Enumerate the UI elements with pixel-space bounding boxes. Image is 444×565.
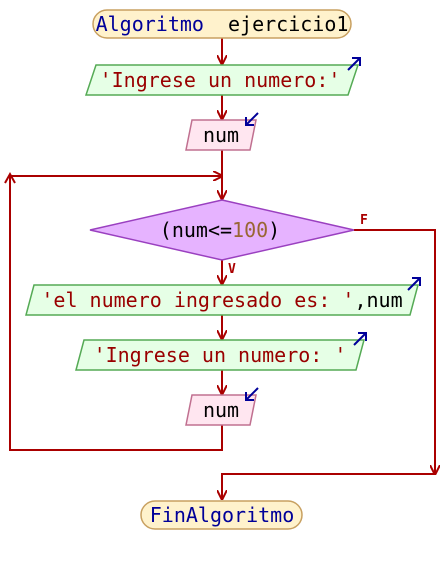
condition-text: (num<=100): [160, 218, 280, 242]
output-block-1: 'Ingrese un numero:': [84, 57, 361, 96]
true-label: V: [228, 262, 236, 277]
end-keyword: FinAlgoritmo: [150, 503, 295, 527]
input-arrow-icon: [245, 387, 259, 401]
start-keyword: Algoritmo: [96, 12, 204, 36]
output-block-2: 'el numero ingresado es: ',num: [25, 277, 421, 316]
start-terminal: Algoritmo ejercicio1: [92, 9, 352, 39]
input-var-2: num: [203, 398, 239, 422]
input-var-1: num: [203, 123, 239, 147]
output-text-2: 'el numero ingresado es: ',num: [41, 288, 402, 312]
output-arrow-icon: [407, 277, 421, 291]
loop-entry-arrowhead: [4, 171, 16, 184]
input-block-2: num: [185, 387, 259, 426]
end-terminal: FinAlgoritmo: [140, 500, 303, 530]
input-arrow-icon: [245, 112, 259, 126]
false-branch-line: [354, 229, 435, 474]
algorithm-name: ejercicio1: [228, 12, 348, 36]
output-block-3: 'Ingrese un numero: ': [75, 332, 367, 371]
decision-block: (num<=100): [89, 199, 355, 261]
false-label: F: [360, 213, 368, 228]
loop-back-line: [9, 176, 223, 451]
svg-text:Algoritmo ejercicio1: Algoritmo ejercicio1: [96, 12, 349, 36]
output-arrow-icon: [353, 332, 367, 346]
input-block-1: num: [185, 112, 259, 151]
output-text-3: 'Ingrese un numero: ': [94, 343, 347, 367]
false-exit-line: [222, 473, 435, 499]
connectors: [9, 38, 435, 499]
output-arrow-icon: [347, 57, 361, 71]
output-text-1: 'Ingrese un numero:': [100, 68, 341, 92]
